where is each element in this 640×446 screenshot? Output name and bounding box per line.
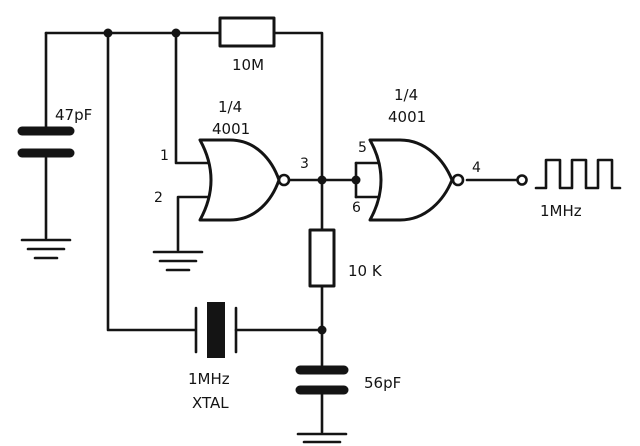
gate-2-pin-4: 4	[472, 160, 481, 176]
inverter-bubble	[277, 173, 291, 187]
gate-2-pin-6: 6	[352, 200, 361, 216]
capacitor-47pf-label: 47pF	[55, 106, 92, 124]
ground-left-icon	[20, 238, 72, 260]
gate-1-pin-2: 2	[154, 190, 163, 206]
gate-1-part: 4001	[212, 120, 250, 138]
junctions	[103, 28, 361, 335]
gate-2-part: 4001	[388, 108, 426, 126]
crystal-xtal: 1MHz XTAL	[188, 302, 238, 412]
nor-gate-2: 1/4 4001 5 6 4	[352, 86, 481, 222]
wires	[44, 31, 520, 434]
gate-1-pin-1: 1	[160, 148, 169, 164]
crystal-name-label: XTAL	[192, 394, 229, 412]
junction-dot	[317, 175, 327, 185]
gate-1-fraction: 1/4	[218, 98, 242, 116]
output-terminal: 1MHz	[516, 158, 622, 220]
gate-2-fraction: 1/4	[394, 86, 418, 104]
square-wave-icon	[534, 158, 622, 190]
gate-2-pin-5: 5	[358, 140, 367, 156]
junction-dot	[171, 28, 181, 38]
nor-gate-1: 1/4 4001 1 2 3	[154, 98, 309, 222]
capacitor-56pf-label: 56pF	[364, 374, 401, 392]
ground-bottom-icon	[296, 432, 348, 444]
output-frequency-label: 1MHz	[540, 202, 582, 220]
inverter-bubble	[451, 173, 465, 187]
ground-gate-icon	[152, 250, 204, 272]
junction-dot	[351, 175, 361, 185]
capacitor-47pf: 47pF	[17, 106, 92, 158]
junction-dot	[317, 325, 327, 335]
junction-dot	[103, 28, 113, 38]
crystal-frequency-label: 1MHz	[188, 370, 230, 388]
resistor-10k: 10 K	[308, 228, 383, 288]
gate-1-pin-3: 3	[300, 156, 309, 172]
resistor-10m-label: 10M	[232, 56, 264, 74]
resistor-10m: 10M	[218, 16, 276, 74]
resistor-10k-label: 10 K	[348, 262, 383, 280]
output-terminal-icon	[516, 174, 528, 186]
capacitor-56pf: 56pF	[295, 365, 401, 395]
